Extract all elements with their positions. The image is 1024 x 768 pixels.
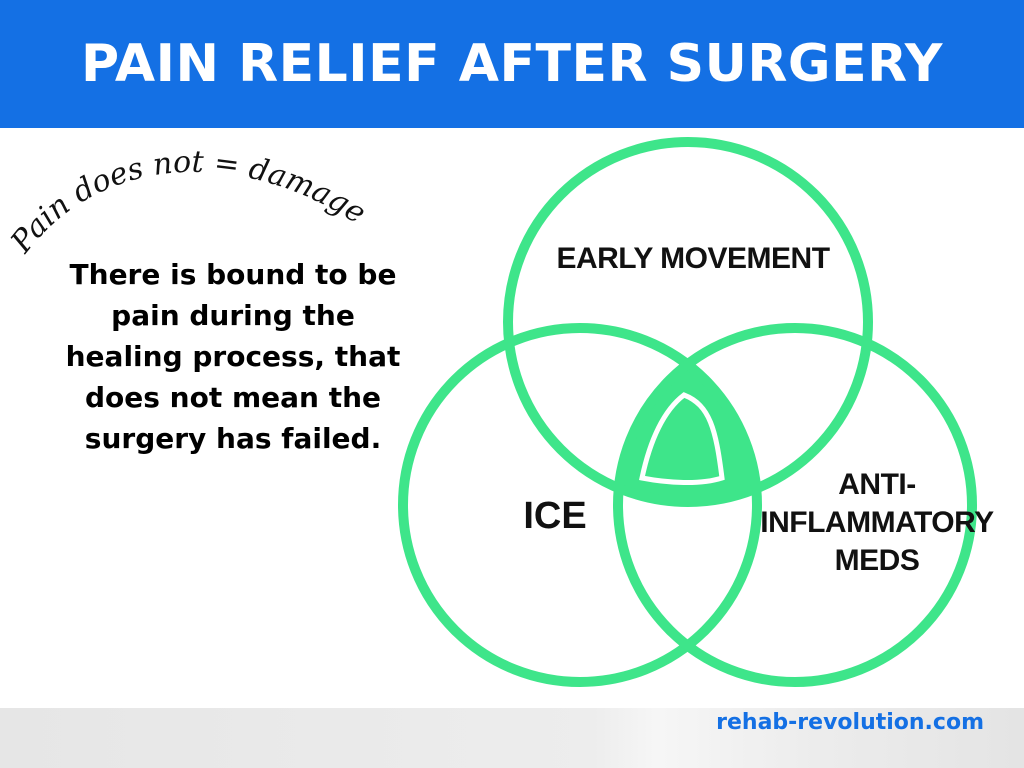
venn-circle-early-movement	[503, 137, 873, 507]
footer-band	[0, 708, 1024, 768]
body-text: There is bound to be pain during the hea…	[65, 258, 401, 455]
page-title: PAIN RELIEF AFTER SURGERY	[81, 34, 943, 94]
label-ice: ICE	[523, 495, 587, 537]
venn-circle-ice	[398, 323, 762, 687]
website-link[interactable]: rehab-revolution.com	[716, 710, 984, 735]
venn-center-inner-border	[639, 392, 725, 485]
label-early-movement: EARLY MOVEMENT	[556, 242, 830, 275]
label-anti-inflammatory-meds: ANTI-INFLAMMATORY MEDS	[760, 468, 994, 577]
venn-circle-anti-inflammatory	[613, 323, 977, 687]
header-banner: PAIN RELIEF AFTER SURGERY	[0, 0, 1024, 128]
